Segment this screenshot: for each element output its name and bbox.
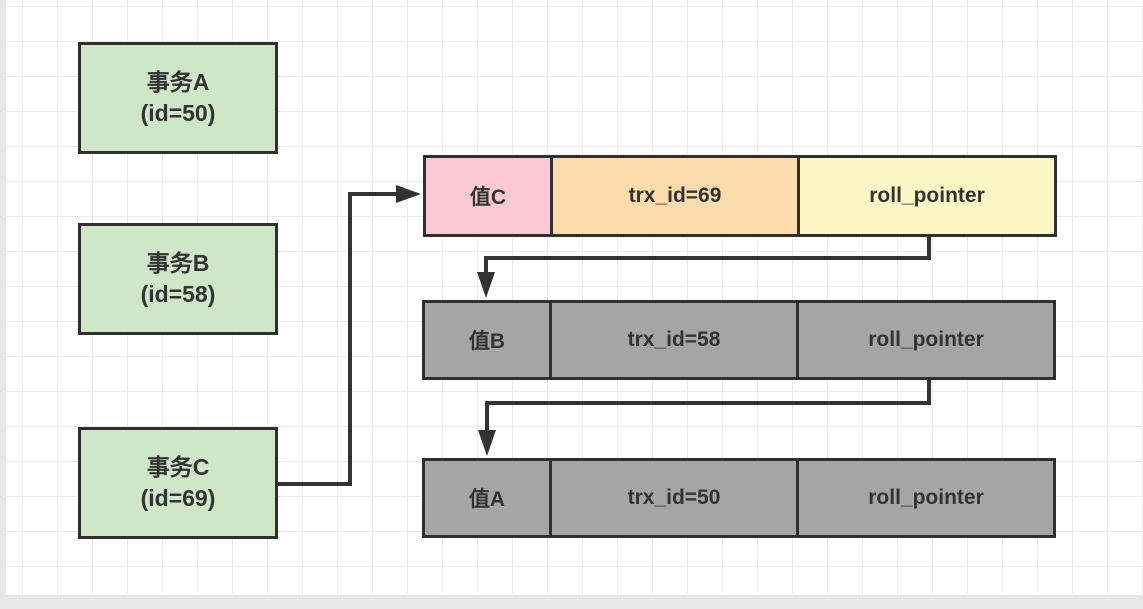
roll-pointer-cell: roll_pointer (797, 158, 1054, 234)
arrowhead-down-1 (477, 272, 495, 298)
transaction-b-id: (id=58) (140, 281, 216, 307)
arrow-rollpointer1-to-b (484, 237, 931, 275)
trx-id-cell: trx_id=50 (549, 461, 796, 535)
trx-id-cell: trx_id=69 (550, 158, 797, 234)
value-cell: 值C (426, 158, 550, 234)
arrow-txc-to-current (278, 192, 404, 486)
roll-pointer-cell: roll_pointer (796, 303, 1053, 377)
transaction-box-c: 事务C (id=69) (78, 427, 278, 539)
transaction-c-title: 事务C (146, 453, 210, 480)
transaction-box-b: 事务B (id=58) (78, 223, 278, 335)
value-cell: 值B (425, 303, 549, 377)
roll-pointer-cell: roll_pointer (796, 461, 1053, 535)
arrow-rollpointer2-to-a (485, 380, 931, 433)
version-row-undo-a: 值A trx_id=50 roll_pointer (422, 458, 1056, 538)
trx-id-cell: trx_id=58 (549, 303, 796, 377)
value-cell: 值A (425, 461, 549, 535)
transaction-c-id: (id=69) (140, 485, 216, 511)
version-row-undo-b: 值B trx_id=58 roll_pointer (422, 300, 1056, 380)
transaction-box-a: 事务A (id=50) (78, 42, 278, 154)
arrowhead-right (396, 185, 421, 203)
transaction-a-title: 事务A (146, 68, 210, 95)
arrowhead-down-2 (478, 430, 496, 456)
transaction-b-title: 事务B (146, 249, 210, 276)
version-row-current: 值C trx_id=69 roll_pointer (423, 155, 1057, 237)
transaction-a-id: (id=50) (140, 100, 216, 126)
canvas-edge-left (0, 0, 6, 609)
canvas-edge-bottom (0, 595, 1143, 609)
